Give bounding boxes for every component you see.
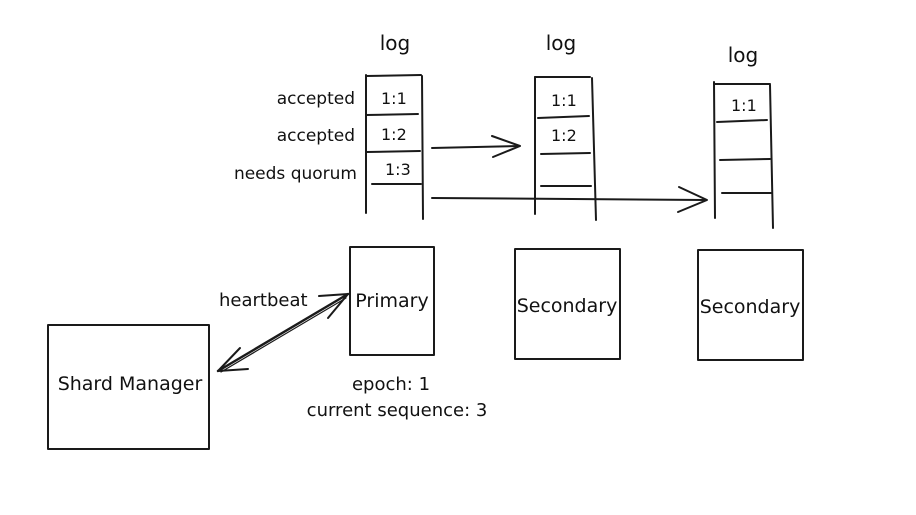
primary-label: Primary [355,290,428,312]
heartbeat-label: heartbeat [219,290,308,311]
primary-log: log 1:1 1:2 1:3 accepted accepted needs … [234,31,424,220]
secondary-label: Secondary [517,295,618,317]
shard-manager-label: Shard Manager [58,373,203,395]
replication-arrow-to-secondary-1 [431,135,521,158]
log-slot-divider [719,158,771,161]
arrow-head-icon [217,347,249,372]
log-title: log [546,31,577,55]
shard-manager-box [47,324,210,450]
epoch-label: epoch: 1 [352,374,430,395]
secondary-box [514,248,621,360]
secondary-label: Secondary [700,296,801,318]
log-entry: 1:1 [381,89,407,108]
arrow-head-icon [318,293,349,319]
arrow-head-icon [677,186,708,213]
log-slot-divider [540,152,591,155]
secondary-box [697,249,804,361]
current-sequence-label: current sequence: 3 [307,400,488,421]
log-entry: 1:2 [551,126,577,145]
log-entry: 1:2 [381,125,407,144]
primary-state: epoch: 1 current sequence: 3 [307,374,488,421]
log-entry: 1:1 [731,96,757,115]
secondary-log-1: log 1:1 1:2 [534,31,597,221]
log-slot-divider [537,115,590,119]
entry-status-label: needs quorum [234,164,357,184]
arrow-line [220,297,347,373]
arrow-line [431,145,520,149]
log-title: log [380,31,411,55]
log-right-border [591,77,597,221]
log-entry: 1:1 [551,91,577,110]
replication-arrow-to-secondary-2 [431,186,708,213]
log-slot-divider [365,113,419,116]
log-entry: 1:3 [385,160,411,179]
primary-box [349,246,435,356]
primary-node: Primary [349,246,435,356]
arrow-line [431,197,707,201]
log-right-border [769,84,774,229]
secondary-node-2: Secondary [697,249,804,361]
log-left-border [713,81,716,219]
secondary-log-2: log 1:1 [713,43,774,229]
log-right-border [421,75,424,220]
log-top-border [365,74,422,77]
log-title: log [728,43,759,67]
arrow-head-icon [491,135,521,158]
log-slot-divider [716,119,768,123]
entry-status-label: accepted [277,89,355,109]
log-slot-divider [366,150,421,153]
secondary-node-1: Secondary [514,248,621,360]
shard-manager-node: Shard Manager [47,324,210,450]
arrow-line [216,292,350,373]
entry-status-label: accepted [277,126,355,146]
heartbeat-arrow: heartbeat [216,290,350,373]
